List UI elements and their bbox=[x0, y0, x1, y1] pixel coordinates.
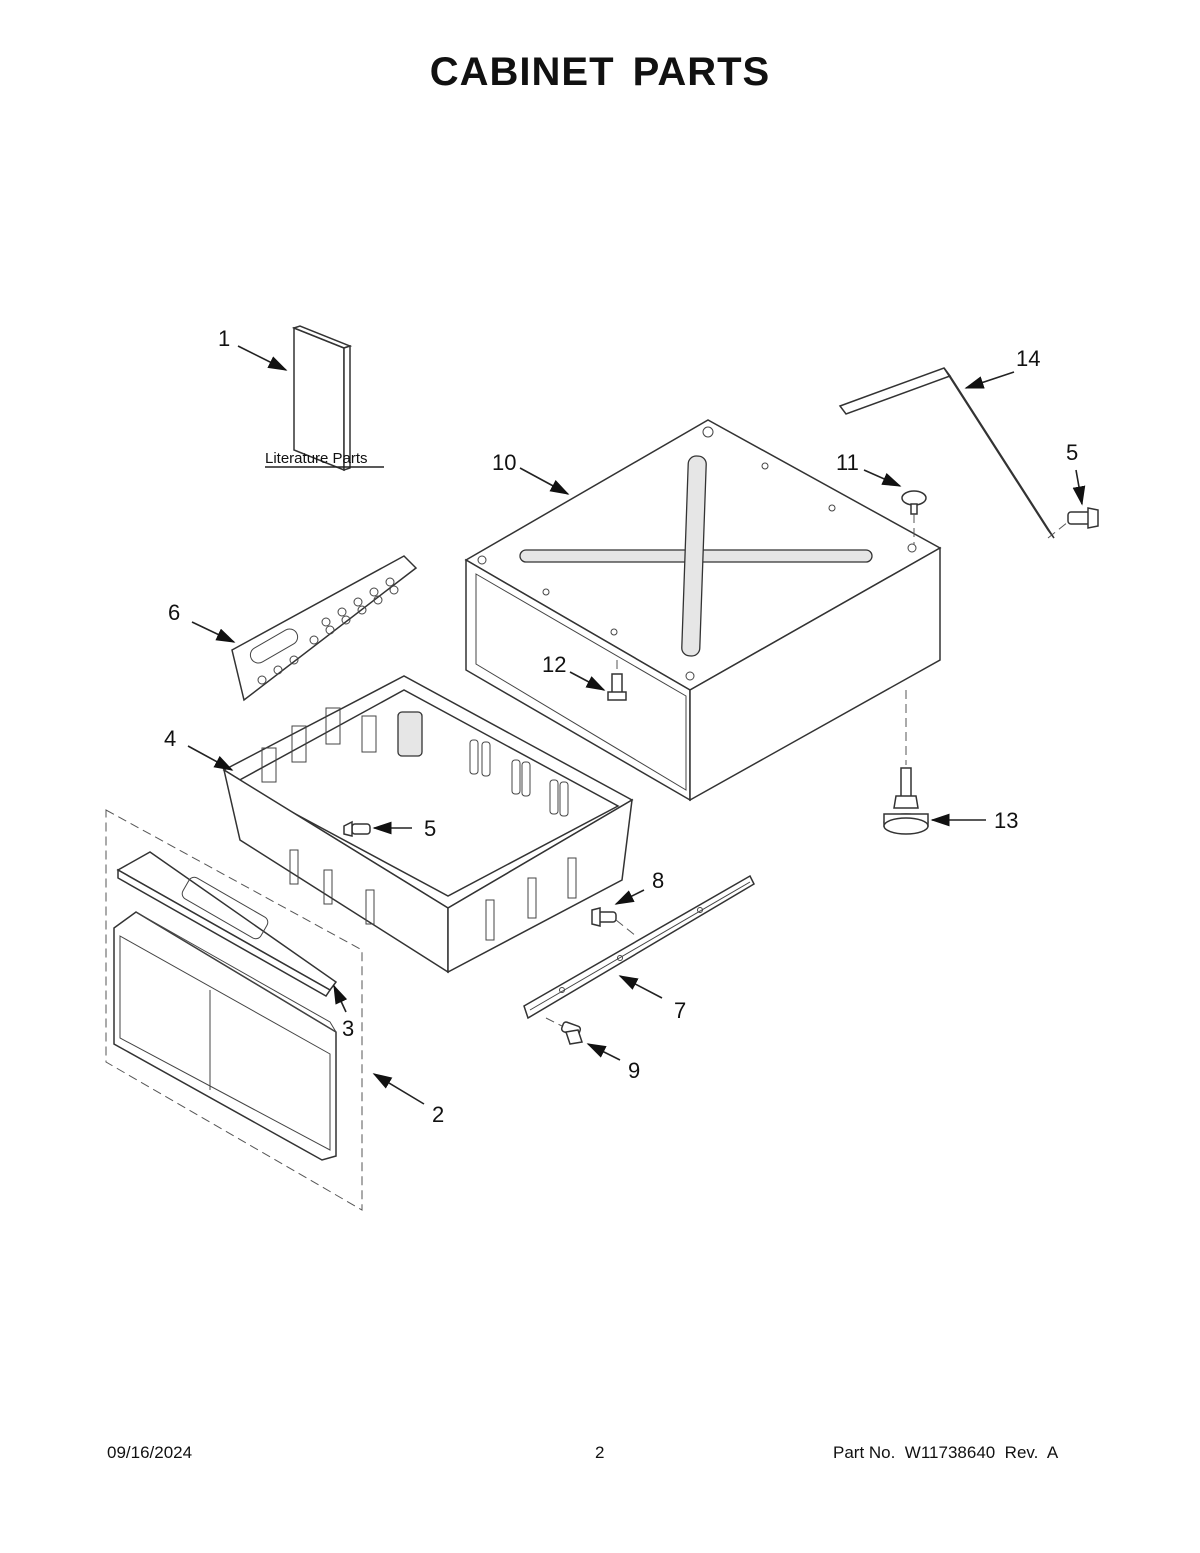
callout-6: 6 bbox=[168, 600, 180, 625]
callout-3: 3 bbox=[342, 1016, 354, 1041]
callout-11: 11 bbox=[836, 450, 859, 475]
leader-2 bbox=[372, 1073, 425, 1105]
leader-4 bbox=[187, 745, 234, 771]
drawer-handle-trim[interactable] bbox=[116, 851, 338, 997]
leader-3 bbox=[333, 984, 348, 1013]
leveling-bracket[interactable] bbox=[838, 367, 1055, 539]
leader-11 bbox=[863, 469, 902, 487]
callout-2: 2 bbox=[432, 1102, 444, 1127]
leader-6 bbox=[191, 621, 236, 643]
drawer-assembly-outline bbox=[105, 809, 363, 1211]
screw-part-8[interactable] bbox=[591, 907, 637, 937]
leader-10 bbox=[519, 467, 570, 495]
callout-9: 9 bbox=[628, 1058, 640, 1083]
footer-page-number: 2 bbox=[595, 1443, 605, 1462]
callout-12: 12 bbox=[542, 652, 566, 677]
leader-8 bbox=[614, 889, 645, 905]
screw-part-top[interactable] bbox=[1047, 507, 1099, 539]
literature-parts-card[interactable] bbox=[291, 325, 353, 472]
callout-13: 13 bbox=[994, 808, 1018, 833]
drawer-front-panel[interactable] bbox=[113, 911, 337, 1161]
callout-4: 4 bbox=[164, 726, 176, 751]
callout-10: 10 bbox=[492, 450, 516, 475]
callout-8: 8 bbox=[652, 868, 664, 893]
leader-1 bbox=[237, 345, 288, 371]
screw-part-9[interactable] bbox=[545, 1017, 583, 1045]
storage-bin[interactable] bbox=[222, 675, 634, 974]
screw-part-bin[interactable] bbox=[343, 820, 371, 837]
leader-14 bbox=[964, 371, 1015, 389]
callout-14: 14 bbox=[1016, 346, 1040, 371]
spacer-part[interactable] bbox=[901, 490, 927, 545]
footer-date: 09/16/2024 bbox=[107, 1443, 193, 1462]
drawer-slide-rail[interactable] bbox=[523, 874, 755, 1020]
page-title: CABINET PARTS bbox=[429, 50, 771, 94]
vent-grille[interactable] bbox=[231, 555, 418, 702]
callout-1: 1 bbox=[218, 326, 230, 351]
leader-5-top bbox=[1072, 469, 1086, 506]
callout-5-top: 5 bbox=[1066, 440, 1078, 465]
leveling-leg[interactable] bbox=[883, 690, 929, 835]
literature-parts-label: Literature Parts bbox=[265, 450, 368, 467]
leader-12 bbox=[569, 671, 606, 691]
cabinet-base[interactable] bbox=[464, 419, 942, 802]
callout-7: 7 bbox=[674, 998, 686, 1023]
leader-7 bbox=[618, 975, 663, 999]
callout-5-bin: 5 bbox=[424, 816, 436, 841]
footer-part-number: Part No. W11738640 Rev. A bbox=[833, 1443, 1059, 1462]
leader-9 bbox=[586, 1043, 621, 1061]
screw-part-12[interactable] bbox=[607, 660, 627, 701]
